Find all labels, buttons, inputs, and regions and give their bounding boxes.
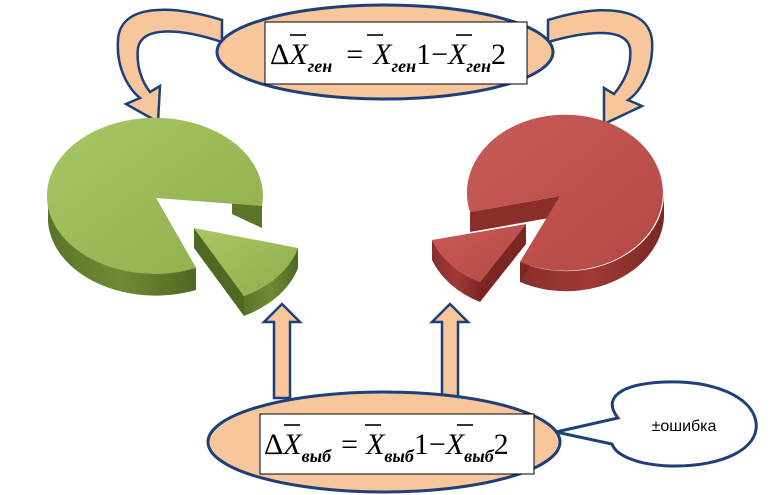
error-callout: ±ошибка bbox=[555, 380, 758, 468]
up-arrow-left-icon bbox=[260, 302, 304, 400]
pie-chart-red-icon bbox=[432, 114, 664, 302]
bottom-formula: ΔXвыб=Xвыб1−Xвыб2 bbox=[264, 428, 509, 466]
up-arrow-right-icon bbox=[428, 302, 472, 400]
top-formula-oval: ΔXген=Xген1−Xген2 bbox=[215, 3, 555, 101]
curved-arrow-left-icon bbox=[116, 8, 224, 125]
curved-arrow-right-icon bbox=[546, 9, 654, 126]
error-callout-text: ±ошибка bbox=[652, 418, 717, 435]
bottom-formula-box bbox=[259, 413, 535, 475]
pie-chart-green-icon bbox=[46, 117, 298, 316]
top-formula-box bbox=[264, 21, 528, 85]
bottom-formula-oval: ΔXвыб=Xвыб1−Xвыб2 bbox=[206, 390, 562, 494]
top-formula: ΔXген=Xген1−Xген2 bbox=[270, 38, 506, 76]
